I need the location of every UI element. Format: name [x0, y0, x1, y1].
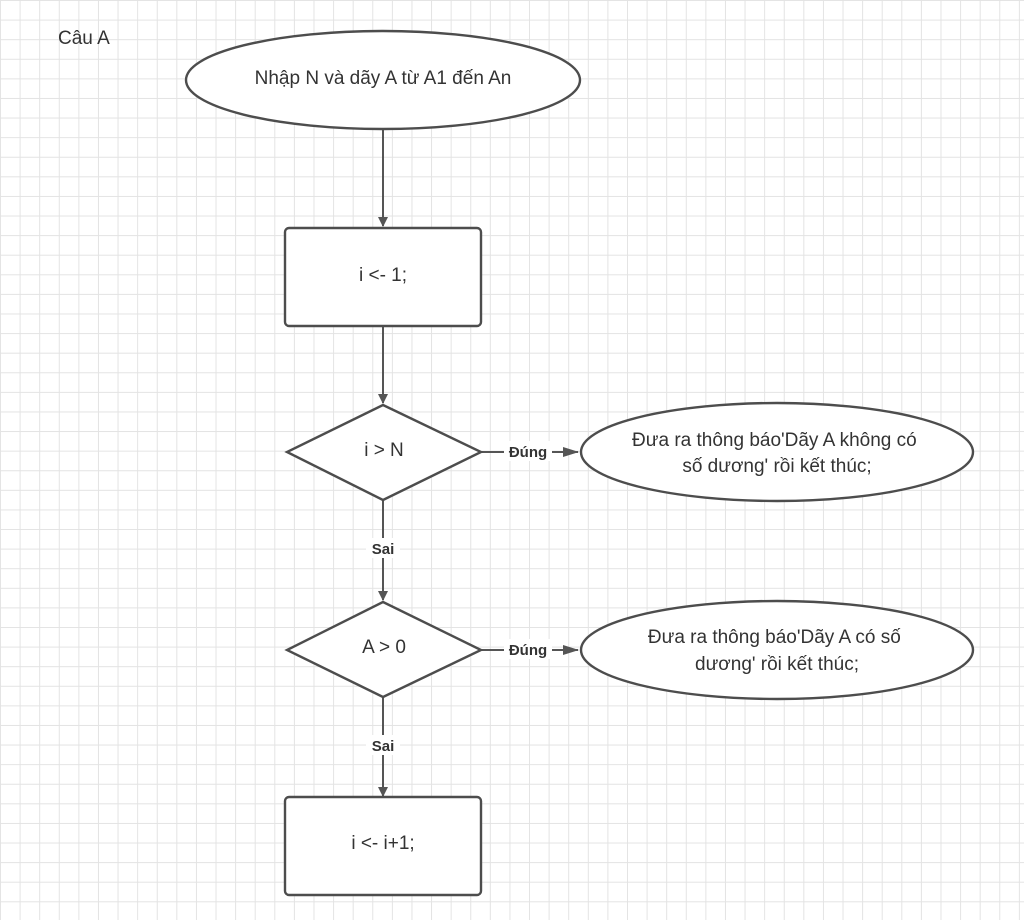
edge-label-true-2: Đúng — [504, 639, 552, 659]
edge-label-false-2: Sai — [366, 735, 400, 755]
diagram-caption: Câu A — [58, 28, 110, 49]
decision-i-gt-n: i > N — [284, 403, 484, 502]
edge-label-false-1: Sai — [366, 538, 400, 558]
svg-text:Sai: Sai — [372, 541, 395, 558]
output-has-positive-line-2: dương' rồi kết thúc; — [695, 654, 859, 675]
svg-text:Sai: Sai — [372, 738, 395, 755]
svg-text:i <- i+1;: i <- i+1; — [351, 833, 414, 854]
svg-text:A > 0: A > 0 — [362, 637, 406, 658]
edge-label-true-1: Đúng — [504, 441, 552, 461]
output-no-positive-node: Đưa ra thông báo'Dãy A không có số dương… — [579, 401, 975, 503]
svg-text:Đưa ra thông báo'Dãy A có số: Đưa ra thông báo'Dãy A có số dương' rồi … — [648, 627, 906, 675]
input-node: Nhập N và dãy A từ A1 đến An — [184, 29, 582, 131]
output-has-positive-node: Đưa ra thông báo'Dãy A có số dương' rồi … — [579, 599, 975, 701]
svg-text:i > N: i > N — [364, 440, 404, 461]
svg-text:Nhập N và dãy A từ A1 đến An: Nhập N và dãy A từ A1 đến An — [255, 68, 512, 89]
svg-text:Đúng: Đúng — [509, 642, 547, 659]
svg-text:i <- 1;: i <- 1; — [359, 265, 407, 286]
decision-a-gt-0: A > 0 — [284, 600, 484, 699]
output-no-positive-line-2: số dương' rồi kết thúc; — [682, 456, 871, 477]
increment-process-node: i <- i+1; — [283, 795, 483, 897]
output-has-positive-line-1: Đưa ra thông báo'Dãy A có số — [648, 627, 901, 648]
svg-text:Đúng: Đúng — [509, 444, 547, 461]
svg-text:Đưa ra thông báo'Dãy A không c: Đưa ra thông báo'Dãy A không có số dương… — [632, 430, 922, 477]
init-process-node: i <- 1; — [283, 226, 483, 328]
output-no-positive-line-1: Đưa ra thông báo'Dãy A không có — [632, 430, 917, 451]
